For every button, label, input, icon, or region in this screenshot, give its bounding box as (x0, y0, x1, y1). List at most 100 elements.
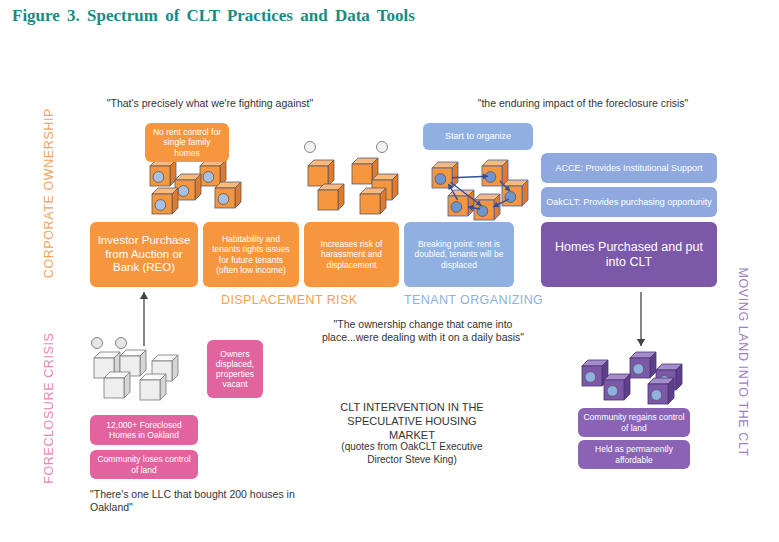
process-box: Held as permanently affordable (578, 440, 690, 469)
drawing-part (360, 194, 380, 214)
label-wrap: "There's one LLC that bought 200 houses … (90, 488, 305, 514)
arrow-line (451, 182, 482, 206)
house-cube (104, 372, 130, 398)
drawing-part (215, 188, 235, 208)
note-text: "There's one LLC that bought 200 houses … (90, 488, 305, 514)
drawing-part (668, 378, 674, 404)
arrow-head (468, 205, 473, 211)
process-box: Homes Purchased and put into CLT (541, 222, 717, 287)
drawing-part (448, 196, 468, 216)
process-box: Owners displaced, properties vacant (207, 340, 263, 398)
drawing-part (172, 355, 178, 381)
drawing-part (648, 384, 668, 404)
box-text: OakCLT: Provides purchasing opportunity (546, 197, 711, 208)
person-circle (305, 142, 316, 153)
drawing-part (152, 194, 172, 214)
process-box: Increases risk of harassment and displac… (304, 222, 399, 287)
drawing-part (150, 166, 170, 186)
drawing-part (651, 390, 662, 401)
process-box: ACCE: Provides Institutional Support (541, 153, 717, 183)
note-text: "the enduring impact of the foreclosure … (443, 97, 723, 110)
drawing-part (160, 374, 166, 400)
drawing-part (218, 194, 229, 205)
house-cube (318, 184, 344, 210)
process-box: Habitability and tenants rights issues f… (203, 222, 299, 287)
note-text: "The ownership change that came into pla… (316, 318, 530, 344)
label-wrap: "the enduring impact of the foreclosure … (443, 97, 723, 110)
label-wrap: (quotes from OakCLT Executive Director S… (326, 441, 498, 466)
house-cube (152, 188, 178, 214)
drawing-part (140, 350, 146, 376)
drawing-part (124, 372, 130, 398)
person-circle (116, 338, 127, 349)
drawing-part (435, 174, 446, 185)
arrow-head (483, 173, 488, 179)
drawing-part (155, 200, 166, 211)
drawing-part (392, 174, 398, 200)
drawing-part (235, 182, 241, 208)
drawing-part (676, 364, 682, 390)
box-text: 12,000+ Foreclosed Homes in Oakland (95, 420, 193, 440)
process-box: Breaking point: rent is doubled, tenants… (404, 222, 514, 287)
arrow-head (448, 184, 453, 190)
house-cube (502, 180, 528, 206)
label-wrap: "That's precisely what we're fighting ag… (70, 97, 350, 110)
label-wrap: CORPORATE OWNERSHIP (42, 93, 58, 293)
house-cube (215, 182, 241, 208)
figure-title: Figure 3. Spectrum of CLT Practices and … (12, 6, 612, 26)
label-wrap: MOVING LAND INTO THE CLT (734, 242, 750, 482)
drawing-part (451, 202, 462, 213)
drawing-part (482, 166, 502, 186)
box-text: Increases risk of harassment and displac… (309, 239, 394, 270)
box-text: Breaking point: rent is doubled, tenants… (409, 239, 509, 270)
drawing-part (604, 380, 624, 400)
drawing-part (468, 190, 474, 216)
process-box: Start to organize (423, 123, 533, 150)
drawing-part (203, 172, 214, 183)
note-text: (quotes from OakCLT Executive Director S… (326, 441, 498, 466)
house-cube (150, 160, 176, 186)
person-circle (92, 338, 103, 349)
house-cube (175, 174, 201, 200)
house-cube (648, 378, 674, 404)
drawing-part (630, 358, 650, 378)
arrow-line (452, 176, 488, 177)
box-text: Habitability and tenants rights issues f… (208, 234, 294, 275)
drawing-part (380, 188, 386, 214)
label-wrap: FORECLOSURE CRISIS (42, 318, 58, 498)
drawing-part (607, 386, 618, 397)
house-cube (482, 160, 508, 186)
box-text: No rent control for single family homes (150, 127, 224, 158)
drawing-part (104, 378, 124, 398)
box-text: Homes Purchased and put into CLT (546, 240, 712, 270)
box-text: Community loses control of land (95, 454, 193, 474)
house-cube (360, 188, 386, 214)
drawing-part (328, 160, 334, 186)
drawing-part (502, 186, 522, 206)
arrow-head (637, 339, 645, 346)
drawing-part (153, 172, 164, 183)
house-cube (604, 374, 630, 400)
drawing-part (352, 164, 372, 184)
drawing-part (477, 206, 488, 217)
drawing-part (582, 366, 602, 386)
arrow-line (500, 181, 510, 191)
note-text: TENANT ORGANIZING (404, 293, 574, 309)
box-text: Start to organize (445, 131, 511, 142)
arrow-head (504, 185, 510, 191)
label-wrap: "The ownership change that came into pla… (316, 318, 530, 344)
drawing-part (494, 194, 500, 220)
house-cube (474, 194, 500, 220)
axis-label: MOVING LAND INTO THE CLT (735, 242, 751, 482)
axis-label: FORECLOSURE CRISIS (42, 318, 58, 498)
drawing-part (195, 174, 201, 200)
drawing-part (140, 380, 160, 400)
arrow-head (493, 202, 499, 207)
box-text: Investor Purchase from Auction or Bank (… (95, 234, 193, 275)
arrow-line (640, 292, 641, 346)
house-cube (308, 160, 334, 186)
arrow-head (140, 292, 148, 299)
house-cube (140, 374, 166, 400)
note-text: DISPLACEMENT RISK (221, 293, 397, 309)
